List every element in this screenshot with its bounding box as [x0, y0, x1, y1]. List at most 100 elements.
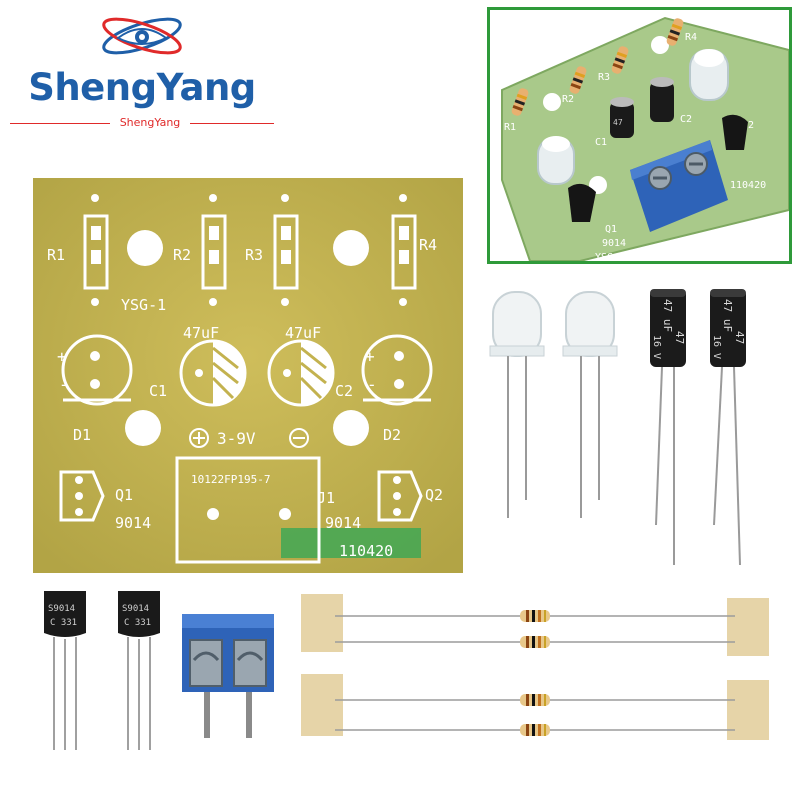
electrolytic-capacitor: 47 uF 16 V 47 — [710, 289, 746, 566]
assembled-terminal-block — [630, 140, 728, 232]
pcb-c1-value: 47uF — [183, 324, 219, 342]
led — [489, 291, 545, 518]
cap-label-mid: 16 V — [711, 335, 722, 359]
pcb-resistor-r1 — [83, 194, 109, 306]
assembled-resistor — [611, 46, 629, 74]
pcb-capacitor-c2 — [267, 339, 335, 407]
mount-hole — [125, 410, 161, 446]
assembled-label-r4: R4 — [685, 32, 697, 43]
pcb-led-d2-plus: + — [365, 347, 375, 366]
assembled-label-r3: R3 — [598, 72, 610, 83]
pcb-label-d2: D2 — [383, 426, 401, 444]
mount-hole — [333, 230, 369, 266]
assembled-label-r1: R1 — [504, 122, 516, 133]
cap-label-top: 47 uF — [661, 299, 674, 332]
pcb-label-r4: R4 — [419, 236, 437, 254]
assembled-label-q1: Q1 — [605, 224, 617, 235]
minus-symbol-icon — [289, 428, 309, 448]
resistor-tape — [301, 674, 343, 736]
led — [562, 291, 618, 518]
resistor-components — [295, 590, 780, 750]
assembled-photo-frame: R1 R2 R3 R4 47 C1 C2 D2 Q1 9014 — [487, 7, 792, 264]
pcb-label-r3: R3 — [245, 246, 263, 264]
assembled-label-r2: R2 — [562, 94, 574, 105]
pcb-q-model-left: 9014 — [115, 514, 151, 532]
pcb-label-d1: D1 — [73, 426, 91, 444]
assembled-resistor — [511, 88, 529, 116]
assembled-capacitor-c2 — [650, 77, 674, 122]
pcb-q-model-right: 9014 — [325, 514, 361, 532]
assembled-led-d1 — [537, 136, 575, 185]
brand-logo: ShengYang ShengYang — [0, 0, 285, 140]
electrolytic-capacitor: 47 uF 16 V 47 — [650, 289, 686, 565]
assembled-transistor-q2 — [722, 114, 748, 150]
assembled-label-d2: D2 — [742, 120, 754, 131]
brand-name: ShengYang — [28, 66, 256, 109]
pcb-label-q2: Q2 — [425, 486, 443, 504]
mount-hole — [589, 176, 607, 194]
assembled-board-name: YSG-1 — [595, 252, 625, 261]
resistor — [520, 636, 550, 648]
pcb-label-r1: R1 — [47, 246, 65, 264]
assembled-q-model: 9014 — [602, 238, 626, 249]
pcb-transistor-q1 — [59, 470, 105, 522]
pcb-chip-code: 10122FP195-7 — [191, 473, 270, 486]
pcb-terminal-footprint — [175, 456, 321, 564]
pcb-led-d1-minus: - — [59, 375, 69, 394]
assembled-date-code: 110420 — [730, 180, 766, 191]
transistor-bottom-label: C 331 — [124, 618, 151, 628]
terminal-block — [178, 610, 278, 745]
plus-symbol-icon — [189, 428, 209, 448]
led-components — [488, 280, 623, 525]
pcb-label-j1: J1 — [317, 489, 335, 507]
pcb-transistor-q2 — [377, 470, 423, 522]
transistor-top-label: S9014 — [122, 604, 149, 614]
pcb-led-d1 — [61, 334, 133, 406]
resistor — [520, 694, 550, 706]
eye-icon — [102, 17, 182, 55]
transistor: S9014 C 331 — [44, 591, 86, 750]
assembled-led-d2 — [689, 49, 729, 101]
pcb-label-c2: C2 — [335, 382, 353, 400]
resistor — [520, 610, 550, 622]
mount-hole — [543, 93, 561, 111]
assembled-label-c1: C1 — [595, 137, 607, 148]
pcb-label-r2: R2 — [173, 246, 191, 264]
brand-subtitle: ShengYang — [110, 116, 190, 129]
cap-label-side: 47 — [733, 331, 746, 344]
assembled-board: R1 R2 R3 R4 47 C1 C2 D2 Q1 9014 — [501, 16, 789, 261]
pcb-led-d1-plus: + — [57, 347, 67, 366]
resistor — [520, 724, 550, 736]
transistor: S9014 C 331 — [118, 591, 160, 750]
assembled-cap-value: 47 — [613, 118, 623, 127]
pcb-resistor-r2 — [201, 194, 227, 306]
transistor-bottom-label: C 331 — [50, 618, 77, 628]
resistor-tape — [727, 680, 769, 740]
transistor-components: S9014 C 331 S9014 C 331 — [40, 585, 165, 755]
assembled-resistor — [569, 66, 587, 94]
assembled-resistor — [666, 18, 684, 46]
transistor-top-label: S9014 — [48, 604, 75, 614]
pcb-resistor-r3 — [273, 194, 299, 306]
pcb-resistor-r4 — [391, 194, 417, 306]
bare-pcb: R1 R2 R3 R4 YSG-1 47uF 47uF C1 C2 — [33, 178, 463, 573]
resistor-tape — [301, 594, 343, 652]
pcb-led-d2-minus: - — [367, 375, 377, 394]
pcb-led-d2 — [361, 334, 433, 406]
green-patch — [281, 528, 421, 558]
pcb-c2-value: 47uF — [285, 324, 321, 342]
mount-hole — [333, 410, 369, 446]
pcb-label-c1: C1 — [149, 382, 167, 400]
pcb-date-code: 110420 — [339, 542, 393, 560]
assembled-capacitor-c1: 47 — [610, 97, 634, 138]
assembled-label-c2: C2 — [680, 114, 692, 125]
resistor-tape — [727, 598, 769, 656]
mount-hole — [651, 36, 669, 54]
mount-hole — [127, 230, 163, 266]
pcb-board-name: YSG-1 — [121, 296, 166, 314]
cap-label-top: 47 uF — [721, 299, 734, 332]
cap-label-mid: 16 V — [651, 335, 662, 359]
assembled-transistor-q1 — [568, 183, 596, 222]
cap-label-side: 47 — [673, 331, 686, 344]
capacitor-components: 47 uF 16 V 47 47 uF 16 V 47 — [640, 285, 760, 570]
